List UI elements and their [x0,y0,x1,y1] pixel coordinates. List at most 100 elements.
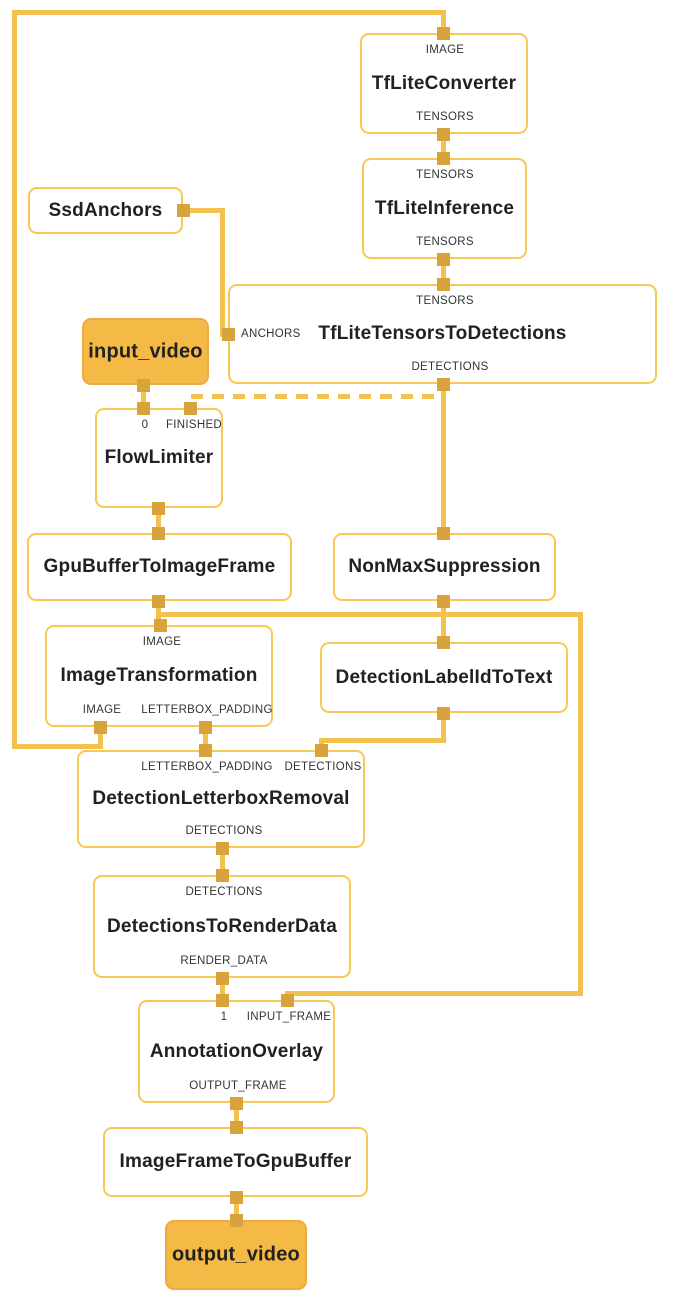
labelid-to-letterbox-edge [318,737,446,743]
finished-feedback-edge [190,393,444,399]
port-label: DETECTIONS [185,825,263,837]
inference-to-tensors-edge [440,256,446,287]
tflite-tensors-to-detections-node-anchors-in-port [221,327,235,341]
labelid-to-letterbox-edge [440,710,446,743]
port-label: OUTPUT_FRAME [189,1080,287,1092]
detection-letterbox-removal-node-detections-out-port [215,841,229,855]
port-label: TENSORS [416,169,474,181]
tflite-tensors-to-detections-node-tensors-in-port [436,277,450,291]
port-label: 0 [141,419,149,431]
gpu-buffer-to-image-frame-node-out-port [151,594,165,608]
port-label: LETTERBOX_PADDING [141,704,273,716]
detection-letterbox-removal-node[interactable]: DetectionLetterboxRemoval LETTERBOX_PADDI… [77,750,365,848]
flow-limiter-node-finished-in-port [183,401,197,415]
port-label: RENDER_DATA [180,955,268,967]
input-video-node[interactable]: input_video [82,318,209,385]
ssd-anchors-edge [180,207,225,213]
output-video-node[interactable]: output_video [165,1220,307,1290]
node-title: DetectionLetterboxRemoval [92,788,350,809]
image-loop-edge [97,726,103,749]
renderdata-to-annotation-edge [219,975,225,1003]
image-transformation-node-letterbox-padding-out-port [198,720,212,734]
node-title: DetectionLabelIdToText [335,666,553,688]
input-frame-edge [155,611,583,617]
detection-label-id-to-text-node-out-port [436,706,450,720]
flow-limiter-node-out-port [151,501,165,515]
converter-to-inference-edge [440,131,446,161]
image-frame-to-gpu-buffer-node-in-port [229,1120,243,1134]
image-frame-to-gpu-buffer-node-out-port [229,1190,243,1204]
image-loop-edge [11,743,103,749]
port-label: FINISHED [165,419,223,431]
port-label: IMAGE [82,704,122,716]
detection-label-id-to-text-node-in-port [436,635,450,649]
image-loop-edge [440,9,446,38]
port-label: 1 [220,1011,228,1023]
node-title: AnnotationOverlay [149,1040,324,1062]
letterbox-padding-edge [202,724,208,755]
detection-label-id-to-text-node[interactable]: DetectionLabelIdToText [320,642,568,713]
detection-letterbox-removal-node-detections-in-port [314,743,328,757]
node-title: output_video [172,1243,300,1266]
nms-to-labelid-edge [440,598,446,645]
image-transformation-node-image-out-port [93,720,107,734]
port-label: INPUT_FRAME [246,1011,332,1023]
imageframe-to-output-edge [233,1194,239,1223]
port-label: TENSORS [416,236,474,248]
port-label: DETECTIONS [411,361,489,373]
node-title: TfLiteInference [374,197,515,219]
input-video-edge [140,382,146,411]
image-transformation-node-image-in-port [153,618,167,632]
detections-to-nms-edge [440,381,446,536]
port-label: IMAGE [425,44,465,56]
input-frame-edge [577,611,583,996]
tflite-inference-node-tensors-in-port [436,151,450,165]
tflite-converter-node-tensors-out-port [436,127,450,141]
detections-to-render-data-node-render-data-out-port [215,971,229,985]
port-label: TENSORS [416,295,474,307]
flow-limiter-node[interactable]: FlowLimiter 0 FINISHED [95,408,223,508]
port-label: IMAGE [142,636,182,648]
port-label: DETECTIONS [185,886,263,898]
input-video-node-stream-out-port [136,378,150,392]
port-label: TENSORS [416,111,474,123]
input-frame-edge [284,990,583,996]
node-title: ImageTransformation [60,665,258,686]
node-title: ImageFrameToGpuBuffer [119,1151,352,1172]
ssd-anchors-node-anchors-out-port [176,203,190,217]
image-frame-to-gpu-buffer-node[interactable]: ImageFrameToGpuBuffer [103,1127,368,1197]
tflite-converter-node-image-in-port [436,26,450,40]
gpu-buffer-to-image-frame-node[interactable]: GpuBufferToImageFrame [27,533,292,601]
non-max-suppression-node[interactable]: NonMaxSuppression [333,533,556,601]
annotation-overlay-node-input-1-port [215,993,229,1007]
annotation-to-imageframe-edge [233,1100,239,1130]
annotation-overlay-node-input-frame-port [280,993,294,1007]
non-max-suppression-node-detections-out-port [436,594,450,608]
ssd-anchors-node[interactable]: SsdAnchors [28,187,183,234]
gpu-buffer-to-image-frame-node-in-port [151,526,165,540]
letterbox-to-renderdata-edge [219,845,225,878]
output-video-node-stream-in-port [229,1213,243,1227]
tflite-converter-node[interactable]: TfLiteConverter IMAGE TENSORS [360,33,528,134]
non-max-suppression-node-detections-in-port [436,526,450,540]
annotation-overlay-node-output-frame-port [229,1096,243,1110]
detection-letterbox-removal-node-letterbox-padding-in-port [198,743,212,757]
image-loop-edge [11,9,17,749]
port-label: DETECTIONS [284,761,362,773]
port-label: LETTERBOX_PADDING [141,761,273,773]
flowlimiter-out-edge [155,505,161,536]
annotation-overlay-node[interactable]: AnnotationOverlay 1 INPUT_FRAME OUTPUT_FRAM… [138,1000,335,1103]
detections-to-render-data-node-detections-in-port [215,868,229,882]
node-title: TfLiteConverter [371,72,517,94]
tflite-inference-node-tensors-out-port [436,252,450,266]
port-label: ANCHORS [241,328,301,340]
node-title: input_video [88,340,203,362]
node-title: GpuBufferToImageFrame [43,556,276,577]
node-title: FlowLimiter [104,447,214,468]
ssd-anchors-edge [219,207,225,337]
